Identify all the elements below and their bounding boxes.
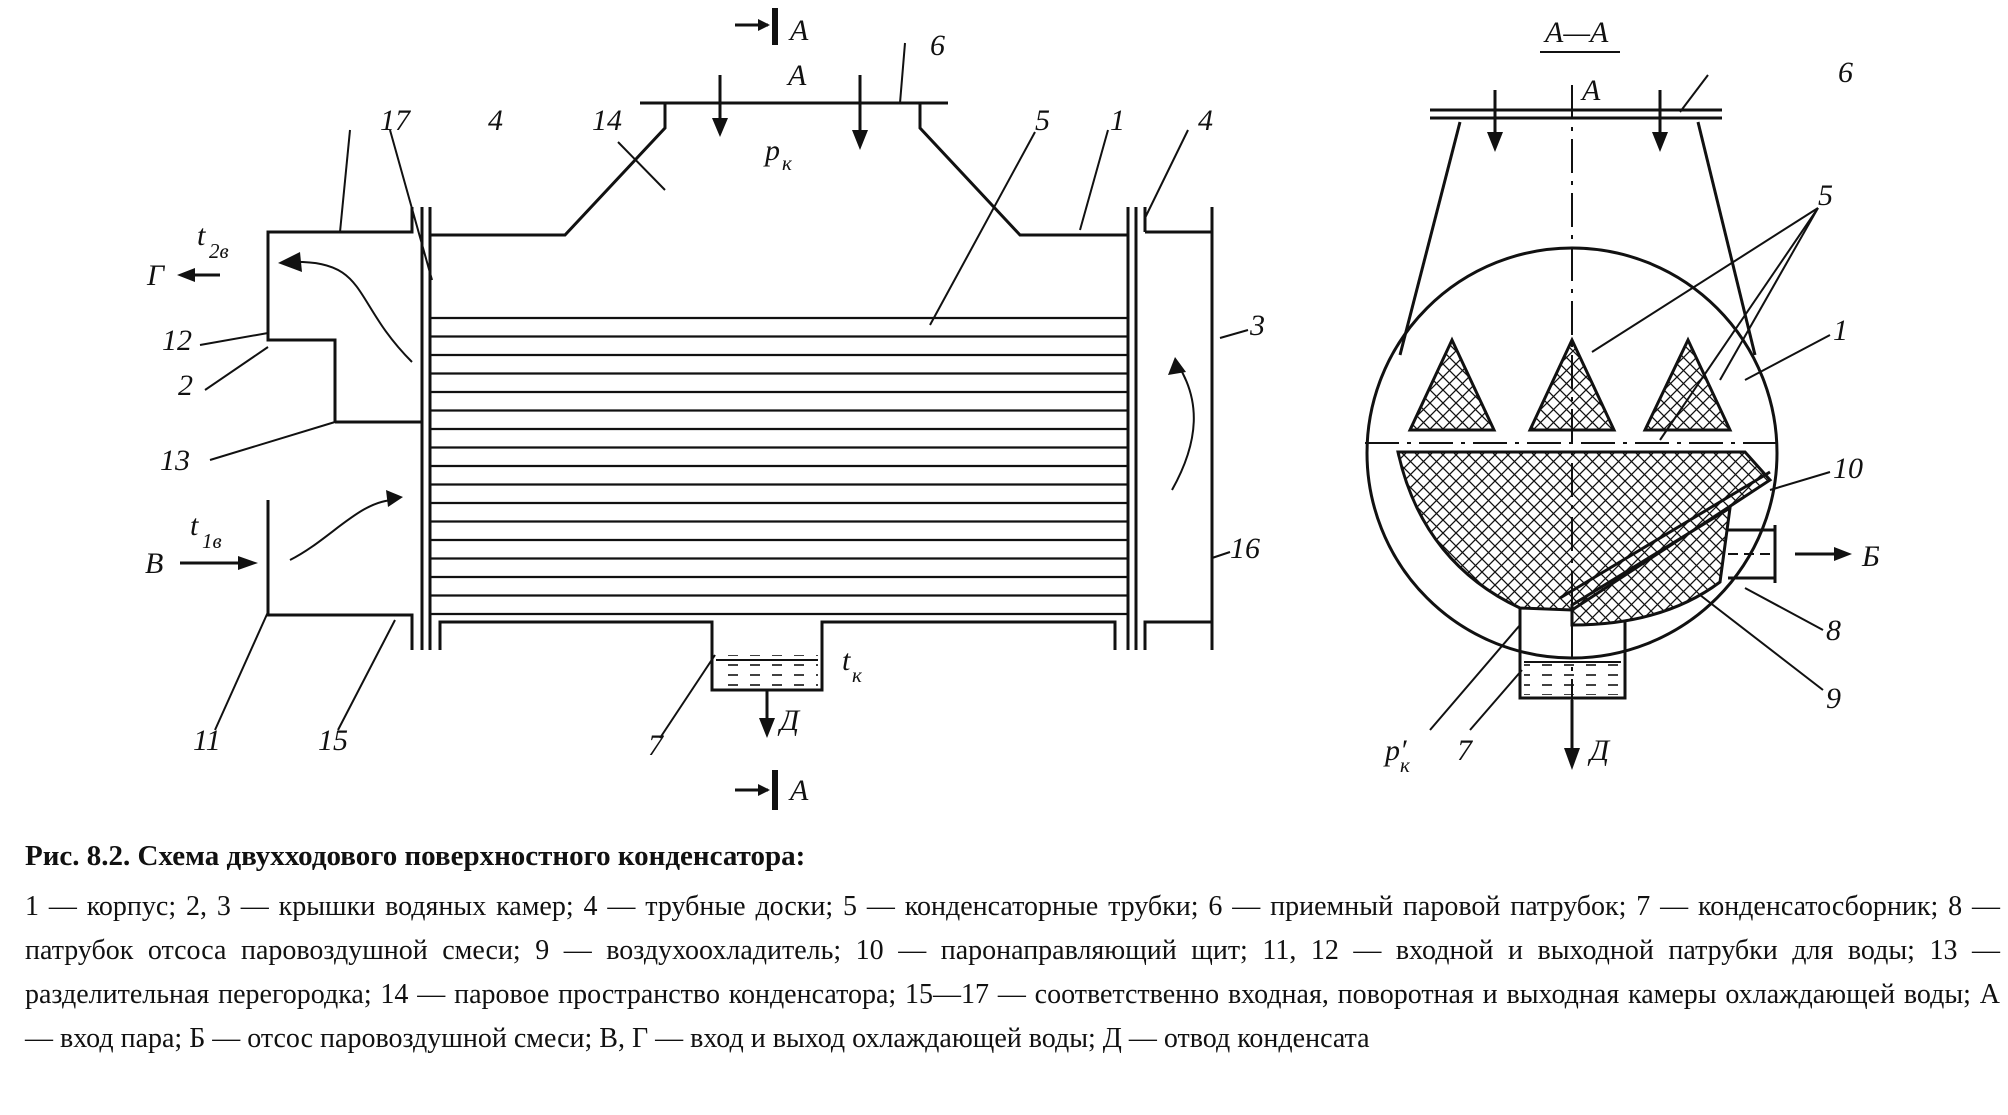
label-pk-prime-sub: к — [1400, 753, 1410, 777]
tube-bundle-2 — [1527, 336, 1617, 432]
water-outlet-arrow — [177, 268, 220, 282]
label-a-section: А — [1580, 74, 1601, 107]
cross-section: А—А А — [1365, 16, 1880, 777]
label-2: 2 — [178, 369, 193, 402]
tube-sheet-left — [420, 207, 432, 650]
label-7-left: 7 — [648, 729, 665, 762]
label-11: 11 — [193, 724, 221, 757]
label-9: 9 — [1826, 682, 1841, 715]
label-4-right: 4 — [1198, 104, 1213, 137]
longitudinal-section: 6 А А А p к 17 4 14 5 1 4 3 16 t 2в Г 12… — [145, 8, 1265, 810]
label-d-left: Д — [777, 704, 801, 737]
label-a-inlet: А — [786, 59, 807, 92]
label-d-section: Д — [1587, 734, 1611, 767]
label-10: 10 — [1833, 452, 1863, 485]
section-marker-top — [735, 8, 778, 45]
steam-guide-plate — [1559, 470, 1771, 600]
air-suction-nozzle — [1728, 525, 1852, 583]
label-t2-sub: 2в — [209, 239, 229, 263]
label-pk: p — [763, 134, 780, 167]
label-7-section: 7 — [1457, 734, 1474, 767]
shell-bottom — [438, 620, 1117, 650]
label-pk-sub: к — [782, 151, 792, 175]
labels-left: 6 А А А p к 17 4 14 5 1 4 3 16 t 2в Г 12… — [145, 14, 1265, 807]
water-box-left — [266, 207, 422, 650]
label-b: Б — [1861, 540, 1880, 573]
label-v: В — [145, 547, 163, 580]
condenser-diagram: 6 А А А p к 17 4 14 5 1 4 3 16 t 2в Г 12… — [145, 8, 1880, 810]
label-pk-prime: p′ — [1383, 734, 1407, 767]
label-14: 14 — [592, 104, 622, 137]
tube-sheet-right — [1126, 207, 1138, 650]
label-6-section: 6 — [1838, 56, 1853, 89]
label-t2: t — [197, 219, 206, 252]
label-t1: t — [190, 509, 199, 542]
label-15: 15 — [318, 724, 348, 757]
label-12: 12 — [162, 324, 192, 357]
label-1: 1 — [1110, 104, 1125, 137]
label-g: Г — [146, 259, 166, 292]
condenser-tubes — [430, 316, 1128, 616]
section-marker-bottom — [735, 770, 778, 810]
condensate-collector — [710, 622, 824, 738]
leader-lines-left — [199, 42, 1249, 739]
label-8: 8 — [1826, 614, 1841, 647]
caption-body: 1 — корпус; 2, 3 — крышки водяных камер;… — [25, 891, 2000, 1054]
water-box-right — [1143, 207, 1214, 650]
caption-title: Рис. 8.2. Схема двухходового поверхностн… — [25, 840, 806, 872]
label-t1-sub: 1в — [202, 529, 222, 553]
label-6: 6 — [930, 29, 945, 62]
condensate-collector-section — [1518, 608, 1627, 770]
label-5: 5 — [1035, 104, 1050, 137]
label-1-section: 1 — [1833, 314, 1848, 347]
tube-bundle-3 — [1642, 336, 1733, 432]
label-a-bottom: А — [788, 774, 809, 807]
figure-caption: Рис. 8.2. Схема двухходового поверхностн… — [25, 840, 2000, 1061]
air-cooler — [1570, 505, 1732, 627]
label-tk-sub: к — [852, 663, 862, 687]
water-inlet-arrow — [180, 556, 258, 570]
label-16: 16 — [1230, 532, 1260, 565]
label-a-top: А — [788, 14, 809, 47]
label-3: 3 — [1249, 309, 1265, 342]
label-tk: t — [842, 644, 851, 677]
label-17: 17 — [380, 104, 412, 137]
tube-bundle-1 — [1407, 336, 1497, 432]
label-section: А—А — [1543, 16, 1609, 49]
label-13: 13 — [160, 444, 190, 477]
label-4-left: 4 — [488, 104, 503, 137]
tube-bundle-lower — [1396, 450, 1773, 612]
leader-lines-right — [1429, 74, 1831, 731]
label-5-section: 5 — [1818, 179, 1833, 212]
